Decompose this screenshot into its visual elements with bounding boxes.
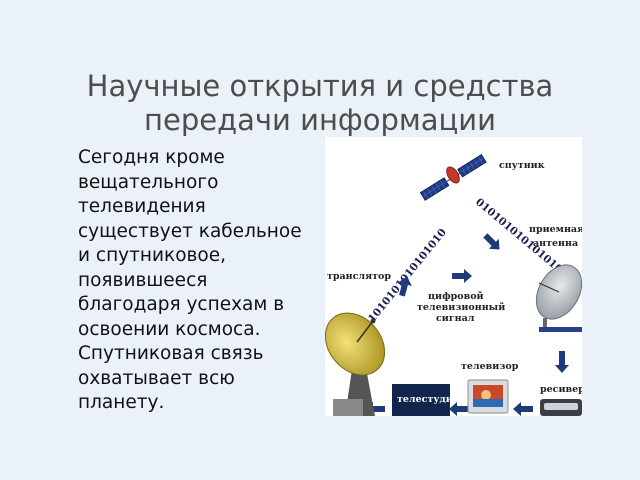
title-line-2: передачи информации — [144, 103, 496, 138]
label-transmitter: транслятор — [327, 271, 391, 282]
body-line: телевидения — [78, 196, 206, 217]
title-line-1: Научные открытия и средства — [86, 69, 554, 104]
satellite-icon — [419, 153, 487, 201]
body-line: и спутниковое, — [78, 245, 226, 266]
body-line: вещательного — [78, 171, 219, 193]
label-television: телевизор — [461, 361, 519, 372]
tv-studio-box: телестудия — [392, 384, 460, 416]
arrow-downlink-icon — [483, 233, 500, 250]
body-text: Сегодня кроме вещательного телевидения с… — [78, 146, 318, 416]
diagram-canvas: спутник приемная антенна 101010101010101… — [325, 153, 582, 416]
label-digital-signal-1: цифровой — [428, 291, 484, 302]
body-line: охватывает всю — [78, 367, 235, 389]
label-digital-signal-3: сигнал — [436, 313, 475, 324]
label-receiving-antenna-2: антенна — [533, 238, 578, 249]
arrow-receiver-to-tv-icon — [513, 402, 533, 416]
label-receiver: ресивер — [540, 384, 582, 395]
receiver-icon — [540, 399, 582, 416]
slide-title: Научные открытия и средства передачи инф… — [40, 69, 600, 137]
television-icon — [467, 379, 509, 414]
body-line: появившееся — [78, 269, 208, 291]
label-tv-studio: телестудия — [397, 394, 460, 405]
arrow-digital-signal-icon — [452, 269, 472, 283]
transmitter-dish-icon — [325, 312, 386, 416]
body-line: благодаря успехам в — [78, 294, 285, 315]
arrow-tv-to-studio-icon — [449, 402, 469, 416]
label-satellite: спутник — [499, 160, 545, 171]
receiving-dish-icon — [535, 264, 582, 332]
arrow-uplink-icon — [398, 276, 412, 297]
body-line: существует кабельное — [78, 220, 302, 242]
label-receiving-antenna-1: приемная — [529, 224, 582, 235]
body-line: освоении космоса. — [78, 318, 261, 340]
body-line: планету. — [78, 392, 165, 413]
label-digital-signal-2: телевизионный — [417, 302, 505, 313]
satellite-tv-diagram: спутник приемная антенна 101010101010101… — [325, 137, 582, 416]
body-line: Спутниковая связь — [78, 343, 264, 364]
arrow-down-to-receiver-icon — [555, 351, 569, 373]
body-line: Сегодня кроме — [78, 147, 225, 168]
